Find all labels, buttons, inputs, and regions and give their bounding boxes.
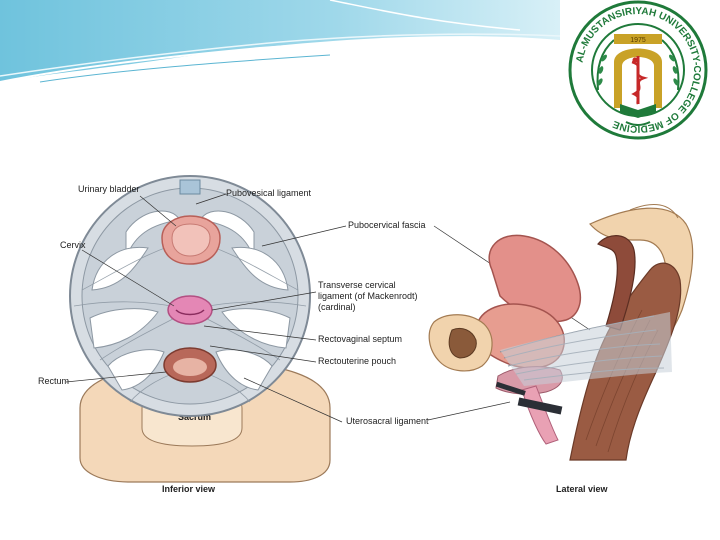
- lateral-view-caption: Lateral view: [556, 484, 609, 494]
- cervix-label: Cervix: [60, 240, 86, 250]
- uterosacral-ligament-label: Uterosacral ligament: [346, 416, 429, 426]
- transverse-cervical-label-2: ligament (of Mackenrodt): [318, 291, 418, 301]
- rectouterine-pouch-label: Rectouterine pouch: [318, 356, 396, 366]
- rectovaginal-septum-label: Rectovaginal septum: [318, 334, 402, 344]
- logo-year: 1975: [630, 37, 646, 44]
- transverse-cervical-label-3: (cardinal): [318, 302, 356, 312]
- rectum-label: Rectum: [38, 376, 69, 386]
- transverse-cervical-label-1: Transverse cervical: [318, 280, 396, 290]
- pubocervical-fascia-label: Pubocervical fascia: [348, 220, 426, 230]
- urinary-bladder-label: Urinary bladder: [78, 184, 140, 194]
- college-logo: AL-MUSTANSIRIYAH UNIVERSITY-COLLEGE OF M…: [556, 0, 720, 140]
- inferior-view-caption: Inferior view: [162, 484, 216, 494]
- pubovesical-ligament-label: Pubovesical ligament: [226, 188, 312, 198]
- pelvic-ligaments-diagram: Sacrum: [30, 140, 720, 500]
